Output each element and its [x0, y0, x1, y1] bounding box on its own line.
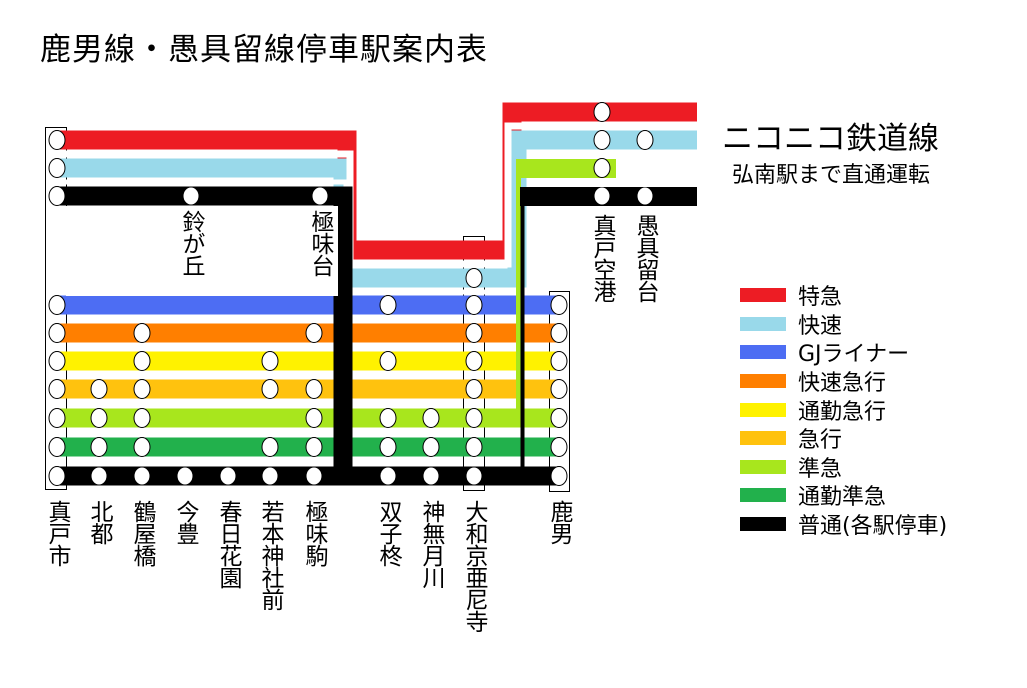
legend-swatch: [740, 431, 786, 446]
legend-label: 快速: [798, 313, 843, 339]
station-label-suzugaoka: 鈴が丘: [178, 210, 204, 276]
legend-item-limited-express: 特急: [740, 281, 947, 310]
legend-item-rapid-express: 快速急行: [740, 367, 947, 396]
station-label-yamatokyo-anidera: 大和京亜尼寺: [461, 500, 487, 632]
legend-item-commuter-express: 通勤急行: [740, 395, 947, 425]
legend-label: 通勤急行: [798, 399, 887, 425]
station-label-shikao: 鹿男: [546, 500, 572, 544]
line-limited-express: [57, 102, 697, 260]
legend-swatch: [740, 459, 786, 474]
station-label-gokumikoma: 極味駒: [301, 500, 327, 566]
station-label-gokumidai: 極味台: [307, 210, 333, 276]
station-label-kasuga-kaen: 春日花園: [215, 500, 241, 588]
station-label-kannazukigawa: 神無月川: [418, 500, 444, 588]
legend-label: 特急: [798, 285, 843, 311]
legend-item-rapid: 快速: [740, 310, 947, 339]
line-rapid: [57, 130, 697, 288]
station-label-imatoyo: 今豊: [172, 500, 198, 544]
local-station-markers: [91, 467, 482, 485]
station-label-hokuto: 北都: [86, 500, 112, 544]
legend-label: 準急: [798, 456, 843, 482]
station-label-tsuruyabashi: 鶴屋橋: [129, 500, 155, 566]
station-label-gugurudai: 愚具留台: [632, 214, 658, 302]
legend-label: 普通(各駅停車): [798, 514, 948, 540]
page-title: 鹿男線・愚具留線停車駅案内表: [40, 32, 488, 68]
through-service-note: 弘南駅まで直通運転: [732, 163, 931, 188]
station-label-mado-airport: 真戸空港: [589, 214, 615, 302]
station-markers: [48, 102, 654, 486]
station-label-wakamoto-jinja-mae: 若本神社前: [257, 500, 283, 610]
station-label-mado-shi: 真戸市: [44, 500, 70, 566]
legend-item-semi-express: 準急: [740, 453, 947, 482]
legend: 特急 快速 GJライナー 快速急行 通勤急行 急行 準急 通勤準急 普通(各駅停…: [740, 281, 947, 539]
legend-label: 快速急行: [798, 371, 887, 397]
legend-swatch: [740, 345, 786, 360]
legend-label: GJライナー: [798, 342, 910, 368]
station-label-futago-hiiragi: 双子柊: [375, 500, 401, 566]
legend-label: 急行: [798, 428, 843, 454]
legend-swatch: [740, 488, 786, 503]
legend-swatch: [740, 374, 786, 389]
legend-label: 通勤準急: [798, 485, 887, 511]
legend-swatch: [740, 402, 786, 417]
legend-item-commuter-semi-express: 通勤準急: [740, 481, 947, 510]
legend-swatch: [740, 288, 786, 303]
through-service-line: ニコニコ鉄道線: [722, 121, 939, 157]
legend-swatch: [740, 517, 786, 532]
legend-item-gj-liner: GJライナー: [740, 338, 947, 367]
legend-item-express: 急行: [740, 424, 947, 453]
legend-swatch: [740, 316, 786, 331]
legend-item-local: 普通(各駅停車): [740, 510, 947, 539]
